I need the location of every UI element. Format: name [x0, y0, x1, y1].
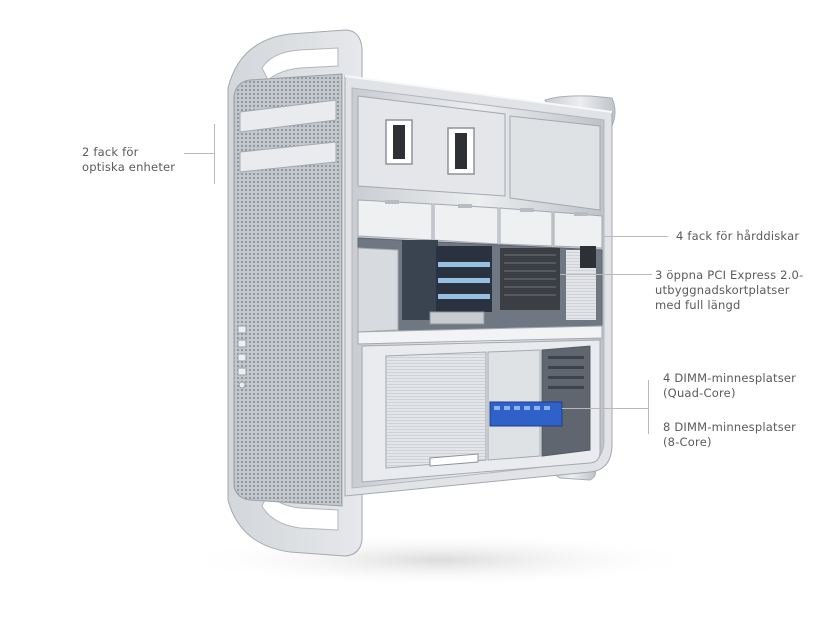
pcie-slot-area [357, 237, 603, 333]
leader-optical-bays [184, 153, 214, 154]
tray-handle [429, 453, 479, 467]
optical-drive-slot-upper [239, 99, 337, 133]
callout-pcie-slots-line-2: utbyggnadskortplatser [655, 283, 790, 297]
callout-hard-drive-bays: 4 fack för hårddiskar [676, 229, 799, 244]
front-ports [237, 325, 247, 389]
leader-dimm [562, 408, 648, 409]
leader-hard-drive-bays [604, 236, 668, 237]
optical-bays [357, 95, 601, 211]
callout-pcie-slots: 3 öppna PCI Express 2.0- utbyggnadskortp… [655, 268, 803, 313]
callout-optical-bays-line-2: optiska enheter [82, 160, 176, 174]
callout-dimm-8core-line-2: (8-Core) [663, 435, 712, 449]
hard-drive-bays [357, 199, 603, 249]
callout-optical-bays-line-1: 2 fack för [82, 145, 139, 159]
top-edge-highlight [344, 75, 613, 113]
ram-module [489, 401, 563, 427]
callout-pcie-slots-line-3: med full längd [655, 298, 741, 312]
leader-dimm-bracket [648, 380, 649, 434]
callout-dimm-quad-line-2: (Quad-Core) [663, 386, 736, 400]
callout-dimm-8core: 8 DIMM-minnesplatser (8-Core) [663, 420, 796, 450]
callout-dimm-quad: 4 DIMM-minnesplatser (Quad-Core) [663, 371, 796, 401]
optical-drive-slot-lower [239, 141, 337, 173]
processor-tray-shelf [357, 325, 603, 345]
callout-pcie-slots-line-1: 3 öppna PCI Express 2.0- [655, 268, 804, 282]
front-mesh-grille [233, 73, 343, 507]
front-top-handle-opening [261, 47, 339, 81]
callout-dimm-quad-line-1: 4 DIMM-minnesplatser [663, 371, 797, 385]
leader-pcie-slots [560, 274, 652, 275]
processor-tray [361, 339, 601, 483]
callout-dimm-8core-line-1: 8 DIMM-minnesplatser [663, 420, 797, 434]
callout-optical-bays: 2 fack för optiska enheter [82, 145, 175, 175]
leader-optical-bays-bracket [214, 124, 215, 184]
callout-hard-drive-bays-line-1: 4 fack för hårddiskar [676, 229, 800, 243]
